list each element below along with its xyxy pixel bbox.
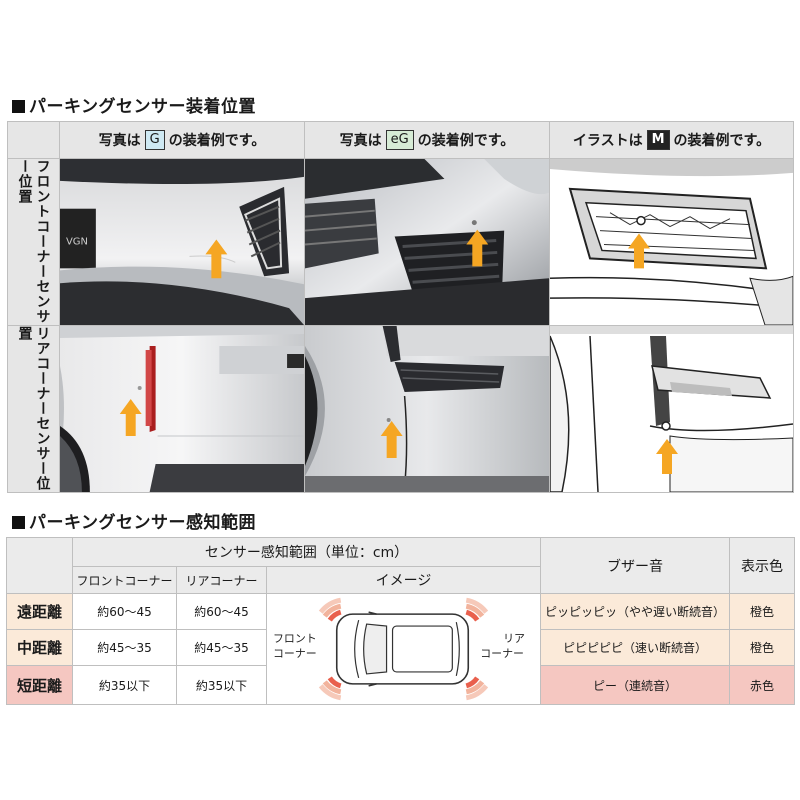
section2-title: パーキングセンサー感知範囲 <box>12 508 256 533</box>
sensor-position-table: 写真は G の装着例です。 写真は eG の装着例です。 イラストは M の装着… <box>7 121 794 493</box>
sensor-range-table: センサー感知範囲（単位：cm） フロントコーナー リアコーナー イメージ ブザー… <box>6 537 795 705</box>
image-label-rear-line2: コーナー <box>480 647 524 660</box>
column-header-g: 写真は G の装着例です。 <box>60 122 305 159</box>
front-range-near: 約35以下 <box>73 666 177 704</box>
table-corner <box>8 122 60 159</box>
color-header: 表示色 <box>730 538 794 594</box>
image-header: イメージ <box>267 567 541 594</box>
rear-corner-header: リアコーナー <box>177 567 267 594</box>
square-bullet-icon <box>12 100 25 113</box>
image-label-front-line2: コーナー <box>273 647 317 660</box>
buzzer-near: ピー（連続音） <box>541 666 730 704</box>
sensor-arrow-icon <box>628 233 650 269</box>
buzzer-mid: ピピピピピ（速い断続音） <box>541 630 730 666</box>
rear-left-range-arcs <box>465 597 489 622</box>
front-right-range-arcs <box>318 676 342 701</box>
rear-range-mid: 約45～35 <box>177 630 267 666</box>
front-sensor-illustration-m <box>550 159 793 326</box>
buzzer-header: ブザー音 <box>541 538 730 594</box>
buzzer-far: ピッピッピッ（やや遅い断続音） <box>541 594 730 630</box>
sensor-arrow-icon <box>380 421 403 458</box>
square-bullet-icon <box>12 516 25 529</box>
sensor-arrow-icon <box>205 239 228 279</box>
front-sensor-photo-eg <box>305 159 550 326</box>
grade-badge-eg: eG <box>385 130 414 150</box>
rear-sensor-photo-eg <box>305 326 550 492</box>
sensor-arrow-icon <box>119 399 142 436</box>
front-left-range-arcs <box>318 597 342 622</box>
image-label-rear-line1: リア <box>503 632 525 645</box>
front-range-mid: 約45～35 <box>73 630 177 666</box>
front-range-far: 約60～45 <box>73 594 177 630</box>
car-top-view-icon <box>335 611 470 687</box>
rear-range-far: 約60～45 <box>177 594 267 630</box>
row-header-front: フロントコーナーセンサー位置 <box>8 159 60 326</box>
front-sensor-photo-g: VGN <box>60 159 305 326</box>
color-near: 赤色 <box>730 666 794 704</box>
front-corner-header: フロントコーナー <box>73 567 177 594</box>
range-header: センサー感知範囲（単位：cm） <box>73 538 541 567</box>
color-far: 橙色 <box>730 594 794 630</box>
row-header-rear: リアコーナーセンサー位置 <box>8 326 60 492</box>
grade-badge-g: G <box>144 130 165 150</box>
rear-range-near: 約35以下 <box>177 666 267 704</box>
column-header-eg: 写真は eG の装着例です。 <box>305 122 550 159</box>
level-far: 遠距離 <box>7 594 73 630</box>
grade-badge-m: M <box>646 130 670 150</box>
sensor-range-image: フロント コーナー リア コーナー <box>267 594 541 704</box>
level-header-blank <box>7 538 73 594</box>
sensor-arrow-icon <box>466 229 489 267</box>
rear-sensor-illustration-m <box>550 326 793 492</box>
image-label-front-line1: フロント <box>273 632 317 645</box>
rear-right-range-arcs <box>465 676 489 701</box>
level-near: 短距離 <box>7 666 73 704</box>
section1-title: パーキングセンサー装着位置 <box>12 92 256 117</box>
sensor-arrow-icon <box>656 439 678 474</box>
rear-sensor-photo-g <box>60 326 305 492</box>
svg-text:VGN: VGN <box>66 236 88 247</box>
level-mid: 中距離 <box>7 630 73 666</box>
color-mid: 橙色 <box>730 630 794 666</box>
column-header-m: イラストは M の装着例です。 <box>550 122 793 159</box>
